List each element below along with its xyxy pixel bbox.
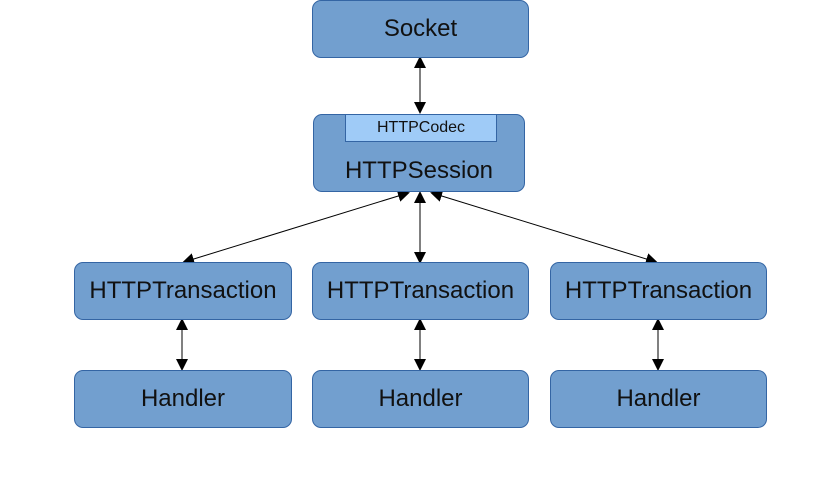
handler-label-right: Handler (616, 385, 701, 412)
http-transaction-node-left: HTTPTransaction (74, 262, 292, 320)
socket-label: Socket (383, 15, 458, 42)
http-codec-label: HTTPCodec (376, 119, 466, 136)
http-transaction-label-right: HTTPTransaction (564, 277, 753, 304)
http-codec-box: HTTPCodec (345, 115, 497, 142)
handler-node-left: Handler (74, 370, 292, 428)
http-session-node: HTTPCodec HTTPSession (313, 114, 525, 192)
http-transaction-label-left: HTTPTransaction (89, 277, 277, 304)
session-transaction-right-connector (430, 190, 658, 265)
http-transaction-node-right: HTTPTransaction (550, 262, 767, 320)
handler-label-middle: Handler (378, 385, 463, 412)
session-transaction-left-connector (182, 190, 410, 265)
http-transaction-label-middle: HTTPTransaction (326, 277, 515, 304)
handler-node-middle: Handler (312, 370, 529, 428)
http-session-label: HTTPSession (344, 157, 494, 184)
handler-node-right: Handler (550, 370, 767, 428)
socket-node: Socket (312, 0, 529, 58)
handler-label-left: Handler (140, 385, 226, 412)
http-transaction-node-middle: HTTPTransaction (312, 262, 529, 320)
